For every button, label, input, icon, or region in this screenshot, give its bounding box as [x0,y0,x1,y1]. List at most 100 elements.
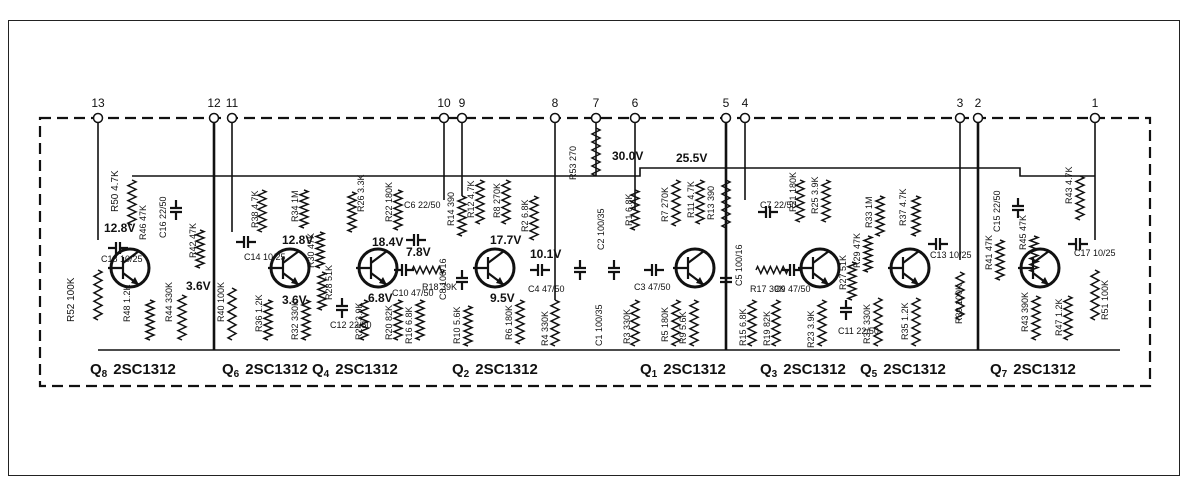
label-r32: R32 330K [290,300,300,340]
resistor-r34 [297,189,311,229]
label-r7: R7 270K [660,187,670,222]
capacitor-c17 [1068,238,1088,250]
label-c16: C16 22/50 [158,196,168,238]
label-c10: C10 47/50 [392,288,434,298]
voltage-q4-base: 7.8V [406,245,431,259]
label-r36: R36 1.2K [254,294,264,332]
transistor-q1 [673,247,716,289]
label-r11: R11 4.7K [686,181,696,218]
resistor-r24 [358,299,370,341]
label-r37: R37 4.7K [898,188,908,226]
voltage-q4-emitter: 6.8V [368,291,393,305]
resistor-r14 [456,195,468,237]
label-r21: R21 180K [788,172,798,212]
resistor-r7 [670,179,682,227]
resistor-r39 [954,271,966,321]
resistor-r52 [92,269,104,321]
label-r13: R13 390 [706,186,716,220]
voltage-q2-base: 10.1V [530,247,561,261]
resistor-r22 [392,189,404,231]
resistor-r53 [590,127,602,177]
resistor-r20 [392,299,404,341]
resistor-r30 [313,231,327,269]
terminal-number-3: 3 [957,96,964,110]
voltage-labels: 12.8V 3.6V 12.8V 3.6V 18.4V 7.8V 6.8V 17… [104,149,707,307]
terminal-number-9: 9 [459,96,466,110]
label-r31: R31 330K [862,304,872,344]
capacitor-c5 [720,270,732,290]
label-c1: C1 100/35 [594,304,604,346]
resistor-r43 [1030,295,1042,341]
resistors [92,127,1101,347]
resistor-r44 [176,294,188,341]
label-c18: C18 10/25 [101,254,143,264]
terminal-number-6: 6 [632,96,639,110]
label-r29: R29 47K [852,233,862,268]
voltage-q6-emitter: 3.6V [282,293,307,307]
resistor-r36 [262,299,274,341]
capacitor-c10 [394,264,414,276]
resistor-r21 [794,179,806,223]
transistor-q6 [268,247,311,289]
voltage-supply-a: 30.0V [612,149,643,163]
label-r25: R25 3.9K [810,176,820,214]
label-r43-top: R43 4.7K [1064,166,1074,204]
capacitor-c1 [608,260,620,280]
label-r10: R10 5.6K [452,306,462,344]
label-c6: C6 22/50 [404,200,441,210]
resistor-r51 [1089,269,1101,321]
terminal-12 [208,112,220,124]
resistor-r18 [411,264,445,276]
terminal-number-10: 10 [437,96,451,110]
transistor-q3 [798,247,841,289]
label-c4: C4 47/50 [528,284,565,294]
label-r26: R26 3.3K [356,174,366,212]
capacitor-c9 [782,264,802,276]
component-labels: R52 100K R50 4.7K C16 22/50 C18 10/25 R4… [66,146,1116,348]
terminal-1 [1089,112,1101,124]
label-r28: R28 51K [324,265,334,300]
label-c7: C7 22/50 [760,200,797,210]
resistor-r15 [746,299,758,347]
terminal-11 [226,112,238,124]
label-c5: C5 100/16 [734,244,744,286]
terminal-number-7: 7 [593,96,600,110]
transistors [108,247,1061,289]
resistor-r31 [872,297,884,347]
resistor-r5 [670,299,682,347]
label-r4: R4 330K [540,311,550,346]
label-r44: R44 330K [164,282,174,322]
capacitor-c11 [840,300,852,320]
label-r14: R14 390 [446,192,456,226]
label-c8: C8 100/16 [438,258,448,300]
resistor-r23 [816,299,828,347]
label-c3: C3 47/50 [634,282,671,292]
terminal-number-13: 13 [91,96,105,110]
terminal-6 [629,112,641,124]
terminal-leads [97,118,1096,300]
resistor-r9 [688,299,700,347]
terminal-4 [739,112,751,124]
label-r12: R12 4.7K [466,180,476,218]
label-r43: R43 390K [1020,292,1030,332]
resistor-r45 [1027,235,1041,273]
resistor-r12 [474,179,486,225]
label-r16: R16 6.8K [404,306,414,344]
label-r47: R47 1.2K [1054,298,1064,336]
terminal-9 [456,112,468,124]
label-r48: R48 1.2K [122,284,132,322]
label-c14: C14 10/25 [244,252,286,262]
resistor-r41 [994,239,1006,281]
resistor-r2 [528,195,540,241]
terminal-number-1: 1 [1092,96,1099,110]
label-r23: R23 3.9K [806,310,816,348]
voltage-supply-b: 25.5V [676,151,707,165]
terminal-number-5: 5 [723,96,730,110]
